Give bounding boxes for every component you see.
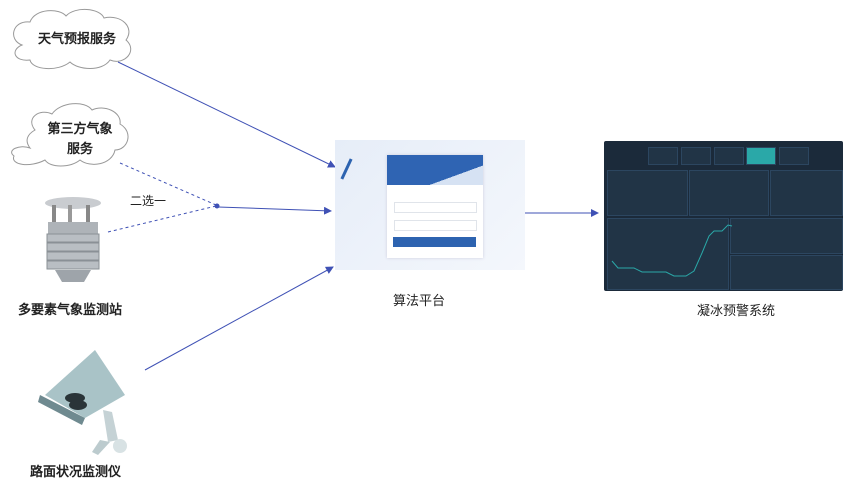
choose-one-label: 二选一 — [130, 194, 167, 208]
weather-station-image — [45, 197, 101, 282]
weather-station-label: 多要素气象监测站 — [18, 303, 123, 318]
password-field — [394, 220, 477, 231]
road-monitor-image — [38, 350, 127, 455]
third-party-label-line1: 第三方气象 — [47, 122, 113, 137]
login-card — [387, 155, 483, 258]
arrow-forecast-to-platform — [117, 61, 336, 168]
algorithm-platform-label: 算法平台 — [393, 294, 446, 309]
cloud-weather-forecast — [13, 9, 132, 69]
username-field — [394, 202, 477, 213]
road-monitor-label: 路面状况监测仪 — [30, 465, 122, 480]
icing-warning-system-label: 凝冰预警系统 — [697, 304, 776, 319]
third-party-label-line2: 服务 — [66, 142, 93, 157]
third-party-label: 第三方气象 服务 — [40, 120, 120, 160]
login-card-header — [387, 155, 483, 185]
weather-forecast-label: 天气预报服务 — [38, 32, 117, 47]
icing-warning-dashboard — [604, 141, 843, 291]
cloud-third-party — [11, 103, 129, 167]
arrow-choice-to-platform — [217, 206, 332, 215]
arrow-road-to-platform — [144, 266, 334, 371]
dashboard-line-chart — [611, 224, 733, 277]
dashed-station — [107, 205, 217, 233]
login-button — [393, 237, 476, 247]
